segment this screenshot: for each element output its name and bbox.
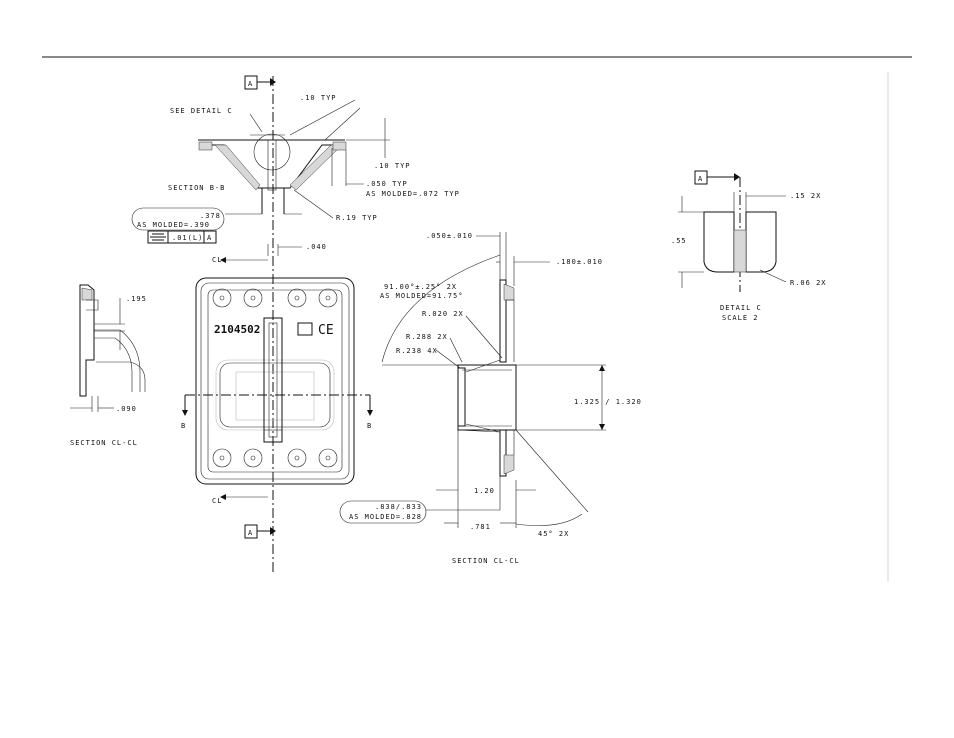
dim-050-010: .050±.010 — [426, 232, 473, 240]
radius-020: R.020 2X — [422, 310, 464, 318]
dim-838: .838/.833 — [375, 503, 422, 511]
dim-838-bubble — [339, 500, 427, 524]
dim-378: .378 — [200, 212, 221, 220]
radius-238: R.238 4X — [396, 347, 438, 355]
radius-006: R.06 2X — [790, 279, 827, 287]
dim-090: .090 — [116, 405, 137, 413]
detail-c-view: A .15 2X .55 R.06 2X DETAIL C SCALE 2 — [671, 170, 827, 322]
dim-010-typ-top: .10 TYP — [300, 94, 337, 102]
cl-bottom-label: CL — [212, 497, 222, 505]
dim-781: .781 — [470, 523, 491, 531]
part-number: 2104502 — [214, 323, 260, 336]
as-molded-072: AS MOLDED=.072 TYP — [366, 190, 460, 198]
section-b-b-title: SECTION B-B — [168, 184, 225, 192]
dim-1325: 1.325 / 1.320 — [574, 398, 642, 406]
as-molded-91: AS MOLDED=91.75° — [380, 292, 463, 300]
section-cl-cl-left-view: .195 .090 SECTION CL-CL — [70, 284, 147, 447]
fcf-tolerance: .01(L) — [172, 234, 203, 242]
as-molded-828: AS MOLDED=.828 — [349, 513, 422, 521]
cl-top-label: CL — [212, 256, 222, 264]
detail-c-callout-circle — [253, 133, 291, 171]
radius-019-typ: R.19 TYP — [336, 214, 378, 222]
datum-a-bottom: A — [248, 529, 253, 537]
dim-015: .15 2X — [790, 192, 821, 200]
detail-c-scale: SCALE 2 — [722, 314, 759, 322]
angle-91: 91.00°±.25° 2X — [384, 283, 457, 291]
main-centerline: A A — [244, 75, 276, 572]
ce-box — [297, 322, 313, 336]
detail-c-datum: A — [698, 175, 703, 183]
dim-195: .195 — [126, 295, 147, 303]
detail-c-title: DETAIL C — [720, 304, 762, 312]
dim-055: .55 — [671, 237, 687, 245]
dim-378-bubble — [131, 207, 225, 231]
datum-a-top: A — [248, 80, 253, 88]
feature-control-frame: .01(L) A — [147, 230, 217, 244]
section-marker-right: B — [367, 422, 372, 430]
ce-mark: CE — [318, 323, 334, 338]
section-cl-cl-right-view: .050±.010 .180±.010 91.00°±.25° 2X AS MO… — [339, 232, 642, 565]
section-marker-left: B — [181, 422, 186, 430]
mounting-holes — [212, 288, 338, 468]
dim-180-010: .180±.010 — [556, 258, 603, 266]
section-cl-cl-left-title: SECTION CL-CL — [70, 439, 138, 447]
see-detail-c-label: SEE DETAIL C — [170, 107, 233, 115]
as-molded-390: AS MOLDED=.390 — [137, 221, 210, 229]
plan-view: .040 CL CL 2104502 CE — [181, 243, 373, 505]
dim-040: .040 — [306, 243, 327, 251]
radius-288: R.288 2X — [406, 333, 448, 341]
dim-010-typ-side: .10 TYP — [374, 162, 411, 170]
dim-050-typ: .050 TYP — [366, 180, 408, 188]
fcf-datum: A — [207, 234, 212, 242]
dim-120: 1.20 — [474, 487, 495, 495]
section-b-b-view: SEE DETAIL C .10 TYP .10 TYP .050 TYP AS… — [131, 94, 460, 244]
angle-45: 45° 2X — [538, 530, 569, 538]
section-cl-cl-right-title: SECTION CL-CL — [452, 557, 520, 565]
